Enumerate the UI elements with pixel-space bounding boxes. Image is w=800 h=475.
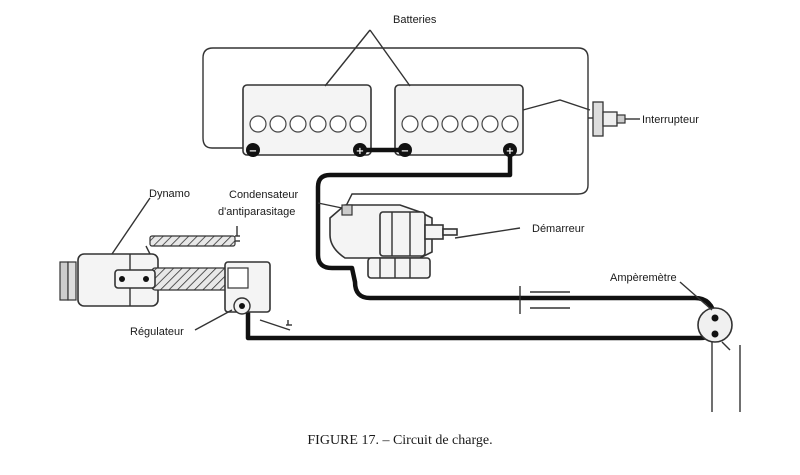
starter-motor-icon [329,204,458,279]
dynamo-icon [59,226,240,307]
terminal-minus-label: − [401,146,409,157]
terminal-left-plus: + [353,143,367,157]
switch-wire [522,99,591,111]
terminal-right-plus: + [503,143,517,157]
batteries-pointer-right [369,29,411,87]
outer-return-wire [202,47,589,209]
dynamo-pointer [111,197,151,255]
switch-icon [588,101,626,137]
amperemetre-label: Ampèremètre [610,272,677,284]
batteries-pointer-left [324,29,371,87]
ammeter-icon [697,307,741,412]
terminal-left-minus: − [246,143,260,157]
battery-left [242,84,372,156]
interrupteur-label: Interrupteur [642,114,699,126]
regulateur-pointer [194,309,233,331]
terminal-plus-label: + [506,146,514,157]
condensateur-label-line1: Condensateur [229,189,299,201]
condensateur-pointer [317,202,343,209]
regulator-icon [114,261,292,331]
battery-right [394,84,524,156]
regulateur-label: Régulateur [130,326,184,338]
terminal-plus-label: + [356,146,364,157]
amperemetre-pointer [679,281,713,311]
condensateur-label-line2: d'antiparasitage [218,206,296,218]
dynamo-label: Dynamo [149,188,190,200]
main-positive-cable [315,147,718,321]
demarreur-pointer [454,227,521,239]
regulator-cable [245,310,718,341]
batteries-label: Batteries [393,14,437,26]
figure-caption: FIGURE 17. – Circuit de charge. [307,433,493,448]
terminal-minus-label: − [249,146,257,157]
terminal-right-minus: − [398,143,412,157]
capacitor-icon [341,204,353,216]
demarreur-label: Démarreur [532,223,585,235]
